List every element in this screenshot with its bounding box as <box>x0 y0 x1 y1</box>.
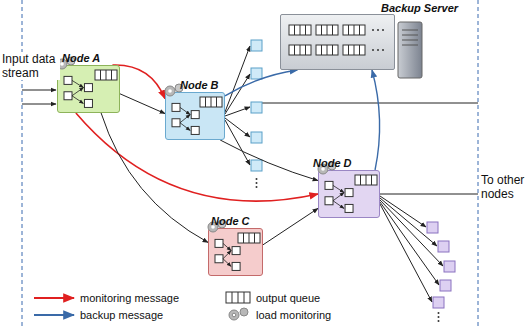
node-internals <box>166 93 224 139</box>
legend-text: monitoring message <box>80 292 179 305</box>
legend-sample <box>34 314 74 316</box>
node-box: Node B <box>165 92 225 140</box>
legend-text: load monitoring <box>256 309 331 322</box>
boundary-line <box>478 0 479 326</box>
node-box: Node C <box>208 228 263 276</box>
server-tower <box>398 22 422 78</box>
legend-sample <box>34 297 74 299</box>
node-title: Node D <box>313 157 352 170</box>
legend-sample <box>229 308 248 320</box>
more-dots <box>256 178 258 188</box>
side-label: Input data stream <box>2 52 60 80</box>
side-label: To other nodes <box>481 173 525 201</box>
legend-text: output queue <box>256 292 320 305</box>
backup-arrow <box>372 70 380 170</box>
node-box: Node D <box>318 170 380 218</box>
node-title: Node A <box>62 52 100 65</box>
server-box: Backup Server <box>280 14 395 70</box>
monitoring-arrow <box>76 113 318 201</box>
legend-sample <box>226 292 250 303</box>
node-title: Node C <box>211 215 250 228</box>
data-arrow <box>120 94 165 114</box>
node-box: Node A <box>57 65 120 113</box>
data-arrow <box>220 140 318 181</box>
node-internals <box>319 171 379 217</box>
node-internals <box>58 66 119 112</box>
node-internals <box>281 15 394 69</box>
boundary-line <box>22 0 23 326</box>
more-dots <box>438 312 440 322</box>
input-arrow <box>22 104 56 105</box>
node-title: Node B <box>180 79 219 92</box>
backup-arrow <box>225 70 297 96</box>
input-arrow <box>22 90 56 91</box>
task-square <box>427 222 455 308</box>
legend-text: backup message <box>80 309 163 322</box>
data-arrow <box>101 113 208 242</box>
task-square <box>251 40 262 171</box>
node-title: Backup Server <box>381 2 458 15</box>
data-arrow <box>263 208 318 244</box>
node-internals <box>209 229 262 275</box>
